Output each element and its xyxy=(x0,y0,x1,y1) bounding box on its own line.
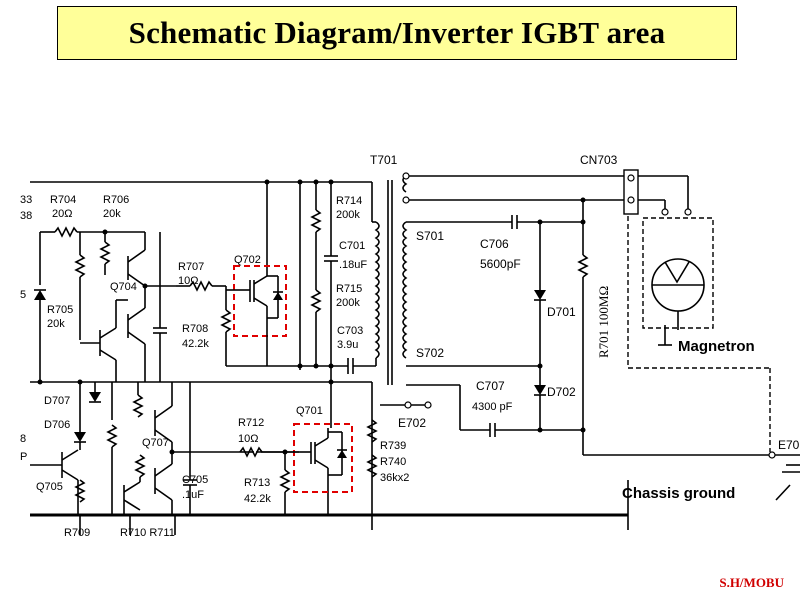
label-p38: 38 xyxy=(20,210,32,222)
label-chassis-ground: Chassis ground xyxy=(622,485,735,502)
label-r712: R712 xyxy=(238,417,264,429)
label-pP: P xyxy=(20,451,27,463)
label-d706: D706 xyxy=(44,419,70,431)
label-e70: E70 xyxy=(778,438,800,452)
label-q702: Q702 xyxy=(234,254,261,266)
label-r739-value: 36kx2 xyxy=(380,472,409,484)
footer-credit: S.H/MOBU xyxy=(719,575,784,590)
label-cn703: CN703 xyxy=(580,153,618,167)
label-c701: C701 xyxy=(339,240,365,252)
label-r712-value: 10Ω xyxy=(238,433,258,445)
label-r705-value: 20k xyxy=(47,318,65,330)
label-d701: D701 xyxy=(547,305,576,319)
label-r704: R704 xyxy=(50,194,76,206)
label-c703-value: 3.9u xyxy=(337,339,358,351)
slide-title: Schematic Diagram/Inverter IGBT area xyxy=(128,15,666,50)
label-r701: R701 100MΩ xyxy=(596,286,611,358)
transformer-t701 xyxy=(374,175,408,385)
component-labels: T701 CN703 33 38 R704 20Ω R706 20k R714 … xyxy=(20,153,800,539)
label-r740: R740 xyxy=(380,456,406,468)
label-q701: Q701 xyxy=(296,405,323,417)
label-p33: 33 xyxy=(20,194,32,206)
label-p8: 8 xyxy=(20,433,26,445)
label-r704-value: 20Ω xyxy=(52,208,72,220)
label-r739: R739 xyxy=(380,440,406,452)
label-q704: Q704 xyxy=(110,281,137,293)
label-r708-value: 42.2k xyxy=(182,338,209,350)
label-s701: S701 xyxy=(416,229,444,243)
igbt-q701 xyxy=(293,382,353,515)
label-r707-value: 10Ω xyxy=(178,275,198,287)
label-c703: C703 xyxy=(337,325,363,337)
label-c707: C707 xyxy=(476,379,505,393)
label-c706: C706 xyxy=(480,237,509,251)
label-q705: Q705 xyxy=(36,481,63,493)
label-magnetron: Magnetron xyxy=(678,338,755,355)
label-r705: R705 xyxy=(47,304,73,316)
label-r708: R708 xyxy=(182,323,208,335)
label-r715-value: 200k xyxy=(336,297,360,309)
label-c705-value: .1uF xyxy=(182,489,204,501)
label-c705: C705 xyxy=(182,474,208,486)
label-c706-value: 5600pF xyxy=(480,257,521,271)
label-p5: 5 xyxy=(20,289,26,301)
magnetron-symbol xyxy=(651,258,705,346)
label-e702: E702 xyxy=(398,416,426,430)
igbt-q702 xyxy=(233,182,287,337)
title-banner: Schematic Diagram/Inverter IGBT area xyxy=(57,6,737,60)
label-t701: T701 xyxy=(370,153,398,167)
label-r709: R709 xyxy=(64,527,90,539)
label-r707: R707 xyxy=(178,261,204,273)
label-d702: D702 xyxy=(547,385,576,399)
label-r706-value: 20k xyxy=(103,208,121,220)
label-d707: D707 xyxy=(44,395,70,407)
label-r714-value: 200k xyxy=(336,209,360,221)
label-r710-r711: R710 R711 xyxy=(120,527,175,539)
label-r714: R714 xyxy=(336,195,362,207)
label-r713: R713 xyxy=(244,477,270,489)
label-r715: R715 xyxy=(336,283,362,295)
label-r713-value: 42.2k xyxy=(244,493,271,505)
label-q707: Q707 xyxy=(142,437,169,449)
label-c707-value: 4300 pF xyxy=(472,401,513,413)
label-r706: R706 xyxy=(103,194,129,206)
label-s702: S702 xyxy=(416,346,444,360)
label-c701-value: .18uF xyxy=(339,259,367,271)
